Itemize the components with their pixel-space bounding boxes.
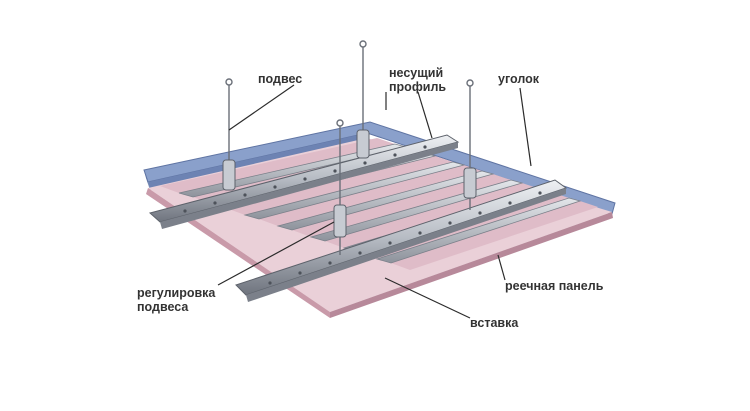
hanger-adjusters: [222, 129, 477, 238]
carrier-profile-rail-back: [148, 134, 460, 229]
hanger-label: подвес: [258, 72, 302, 86]
carrier-profile-label: несущий профиль: [389, 66, 446, 94]
leader-lines: [217, 84, 532, 319]
rack-panel-label: реечная панель: [505, 279, 603, 293]
hanger-adjust-label-line1: регулировка: [137, 286, 216, 300]
hanger-label-text: подвес: [258, 72, 303, 86]
hanger-adjust-label-line2: подвеса: [137, 300, 189, 314]
insert-label-text: вставка: [470, 316, 519, 330]
corner-label: уголок: [498, 72, 539, 86]
corner-label-text: уголок: [498, 72, 539, 86]
rack-panel-label-text: реечная панель: [505, 279, 604, 293]
carrier-profile-label-line1: несущий: [389, 66, 444, 80]
insert-label: вставка: [470, 316, 518, 330]
carrier-profile-rail-front: [235, 179, 568, 302]
carrier-profile-label-line2: профиль: [389, 80, 447, 94]
hanger-adjust-label: регулировка подвеса: [137, 286, 215, 314]
